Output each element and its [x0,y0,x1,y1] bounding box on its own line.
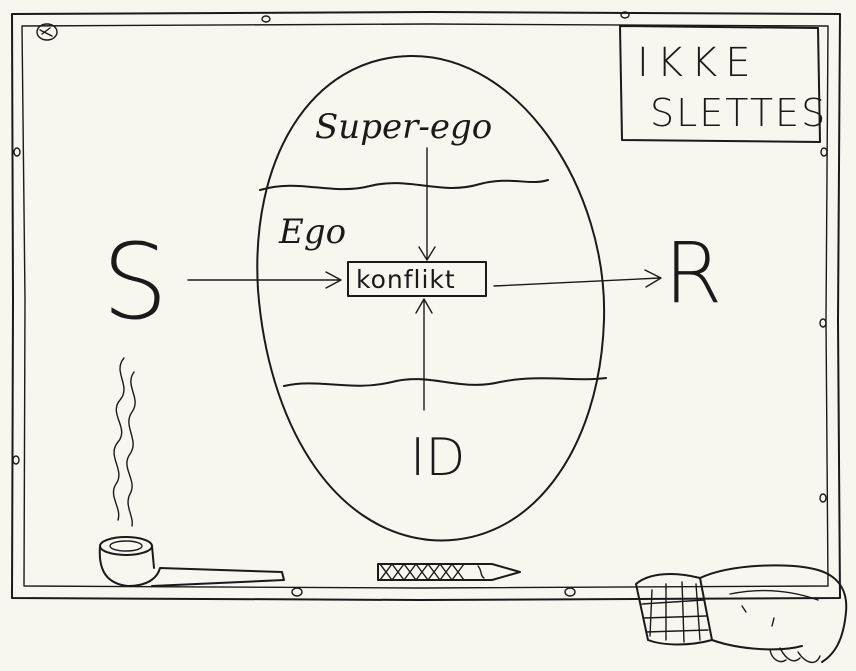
blackboard-frame [11,11,841,601]
stimulus-label: S [102,221,168,343]
ego-id-boundary [283,377,607,387]
id-arrow [415,298,433,411]
psyche-oval [256,54,607,542]
response-label: R [664,224,722,322]
conflict-box: konflikt [347,261,487,297]
pipe-icon [98,357,285,587]
frame-screws [12,11,828,597]
id-label: ID [410,428,465,488]
superego-label: Super-ego [315,107,492,147]
response-arrow [493,269,662,288]
superego-ego-boundary [259,179,549,191]
ego-label: Ego [278,212,346,252]
stimulus-arrow [187,271,342,289]
sign-line-2: SLETTES [650,91,827,135]
chalk-eraser-icon [377,563,521,581]
do-not-erase-sign: IKKE SLETTES [619,25,827,143]
conflict-label: konflikt [356,265,456,294]
superego-arrow [418,147,436,261]
sign-line-1: IKKE [637,40,759,86]
hand-with-sleeve-icon [635,564,848,663]
